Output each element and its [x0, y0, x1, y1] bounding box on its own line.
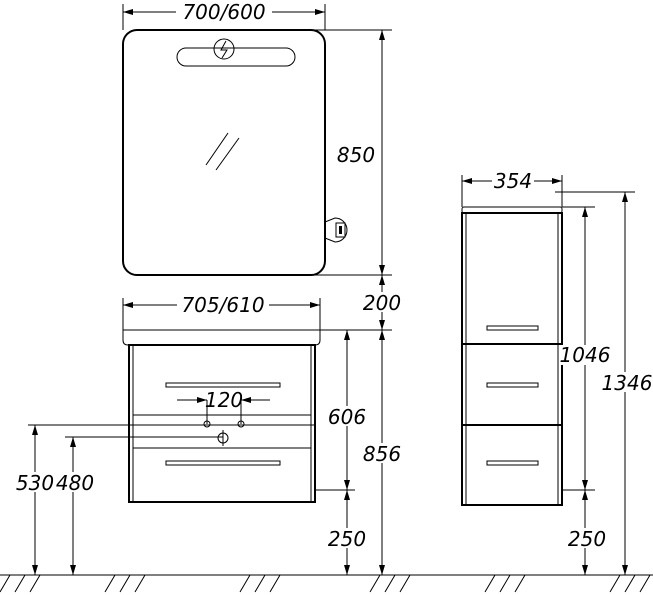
vanity-total-height-label: 856	[363, 442, 401, 466]
drawer-handle	[486, 460, 539, 466]
mirror-width-dimension: 700/600	[122, 0, 326, 30]
mirror-reflection-icon	[205, 132, 240, 171]
cabinet-width-dimension: 354	[461, 169, 563, 207]
cabinet-total-height-label: 1346	[602, 371, 653, 395]
vanity-unit	[122, 329, 321, 503]
door-handle	[486, 325, 539, 331]
cabinet-height-dimensions: 1046 250 1346	[555, 191, 653, 575]
vanity-height-label: 606	[328, 405, 366, 429]
drawer-handle	[165, 460, 281, 466]
mirror-width-label: 700/600	[182, 0, 265, 24]
light-slot	[176, 47, 296, 67]
mirror-height-dimension: 850	[300, 29, 392, 276]
cabinet-width-label: 354	[494, 169, 532, 193]
drawer-handle	[486, 382, 539, 388]
drain-icon	[217, 430, 229, 446]
cabinet-floor-clearance-label: 250	[568, 527, 606, 551]
mirror-gap-label: 200	[363, 291, 401, 315]
socket-icon	[324, 217, 348, 243]
drawer-handle	[165, 382, 281, 388]
tap-spacing-dimension: 120	[177, 388, 270, 412]
mirror-cabinet	[122, 29, 348, 276]
vanity-width-dimension: 705/610	[122, 293, 321, 330]
lightning-icon	[213, 38, 235, 60]
cabinet-height-label: 1046	[560, 343, 611, 367]
supply-height-label: 530	[16, 471, 54, 495]
floor	[0, 574, 653, 593]
plumbing-height-dimensions: 530 480	[14, 424, 223, 575]
tall-cabinet	[461, 206, 563, 506]
vanity-floor-clearance-label: 250	[328, 527, 366, 551]
drain-height-label: 480	[56, 471, 94, 495]
vanity-height-dimensions: 606 250 200 856	[315, 275, 404, 575]
mirror-height-label: 850	[337, 143, 375, 167]
vanity-width-label: 705/610	[181, 293, 264, 317]
tap-spacing-label: 120	[205, 388, 243, 412]
